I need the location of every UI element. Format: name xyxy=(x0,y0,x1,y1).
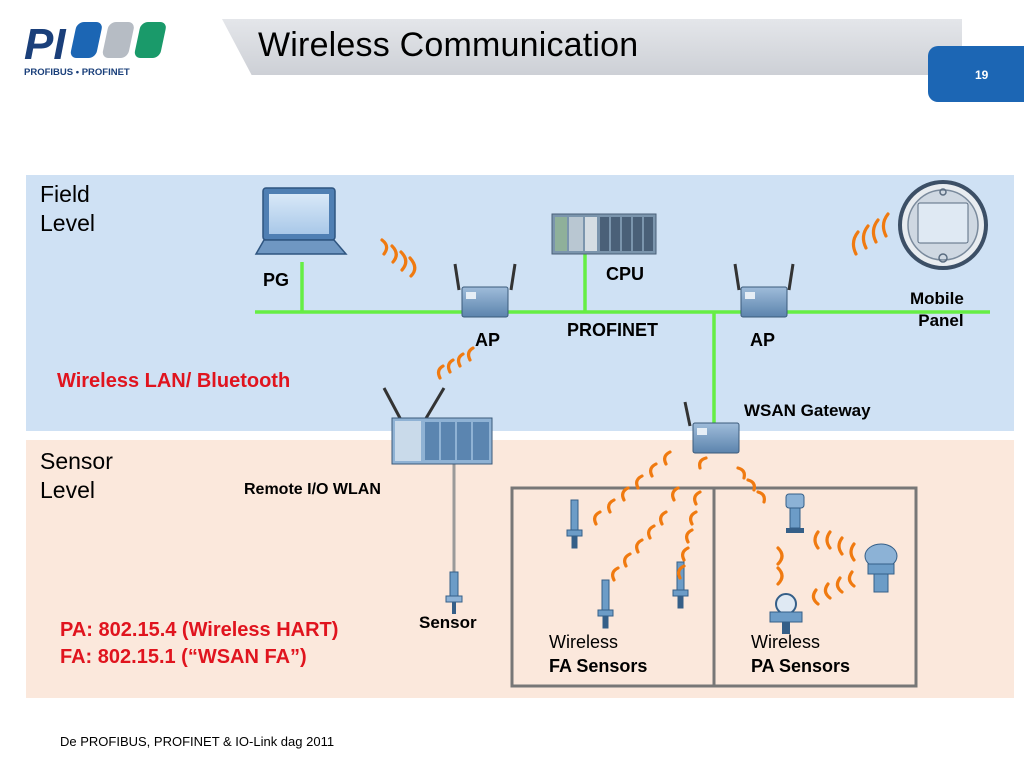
pa-sensors-line1: Wireless xyxy=(751,632,821,652)
pa-sensors-line2: PA Sensors xyxy=(751,656,851,676)
wsan-gateway-icon xyxy=(683,401,740,454)
fa-sensors-label: Wireless FA Sensors xyxy=(549,630,647,678)
fa-sensor-icon xyxy=(566,499,689,629)
mobile-panel-line1: Mobile xyxy=(910,289,964,308)
sensor-level-zone xyxy=(26,440,1014,698)
access-point-right-icon xyxy=(733,263,795,318)
fa-sensors-line1: Wireless xyxy=(549,632,619,652)
radio-signal-icon xyxy=(380,212,890,606)
laptop-icon xyxy=(254,187,348,255)
access-point-left-icon xyxy=(453,263,517,318)
pa-sensor-icon xyxy=(769,493,898,634)
sensor-level-line2: Level xyxy=(40,477,95,503)
field-level-line2: Level xyxy=(40,210,95,236)
mobile-panel-label: Mobile Panel xyxy=(910,288,964,332)
sensor-level-label: Sensor Level xyxy=(40,447,113,505)
logo-text: PI xyxy=(24,20,66,69)
sensor-label: Sensor xyxy=(419,613,477,632)
mobile-panel-line2: Panel xyxy=(918,311,964,330)
profinet-network-line xyxy=(255,252,990,424)
wireless-lan-note: Wireless LAN/ Bluetooth xyxy=(57,370,291,392)
remote-io-icon xyxy=(382,387,493,465)
title-bar xyxy=(222,19,962,75)
page-number: 19 xyxy=(975,68,989,82)
logo-subtitle: PROFIBUS • PROFINET xyxy=(24,67,130,78)
pi-logo: PI PROFIBUS • PROFINET xyxy=(24,20,166,78)
mobile-panel-icon xyxy=(898,180,988,270)
pa-protocol-line: PA: 802.15.4 (Wireless HART) xyxy=(60,619,339,641)
footer-text: De PROFIBUS, PROFINET & IO-Link dag 2011 xyxy=(60,734,335,749)
logo-block-blue xyxy=(70,22,102,58)
remote-io-label: Remote I/O WLAN xyxy=(244,481,381,498)
fa-sensors-line2: FA Sensors xyxy=(549,656,648,676)
ap-right-label: AP xyxy=(750,330,776,350)
profinet-label: PROFINET xyxy=(567,320,659,340)
sensor-level-line1: Sensor xyxy=(40,448,113,474)
page-title: Wireless Communication xyxy=(258,26,639,64)
field-level-line1: Field xyxy=(40,181,90,207)
wired-sensor-icon xyxy=(445,571,463,614)
protocol-notes: PA: 802.15.4 (Wireless HART) FA: 802.15.… xyxy=(60,617,338,671)
logo-block-grey xyxy=(102,22,134,58)
wireless-sensor-box xyxy=(510,486,918,688)
fa-protocol-line: FA: 802.15.1 (“WSAN FA”) xyxy=(60,646,307,668)
logo-block-green xyxy=(134,22,166,58)
wsan-gateway-label: WSAN Gateway xyxy=(744,401,871,420)
cpu-label: CPU xyxy=(606,264,645,284)
pa-sensors-label: Wireless PA Sensors xyxy=(751,630,850,678)
page-badge xyxy=(928,46,1024,102)
pg-label: PG xyxy=(263,270,290,290)
field-level-label: Field Level xyxy=(40,180,95,238)
ap-left-label: AP xyxy=(475,330,501,350)
field-level-zone xyxy=(26,175,1014,431)
cpu-rack-icon xyxy=(551,213,657,255)
